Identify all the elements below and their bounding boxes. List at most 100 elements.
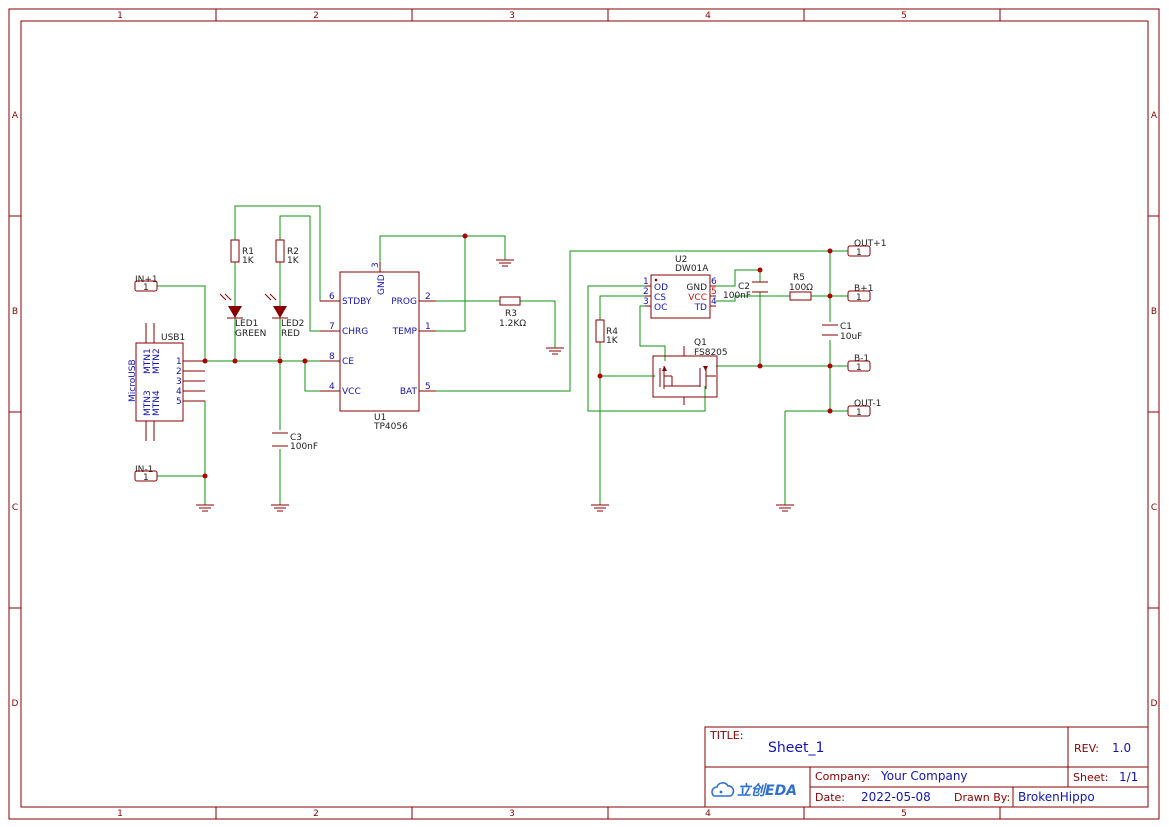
- usb1-pin-number: 1: [176, 357, 182, 367]
- ground-icon: [591, 504, 609, 512]
- ground-icon: [546, 347, 564, 355]
- usb1-pin-name: MTN2: [152, 348, 162, 374]
- drawn-by-value: BrokenHippo: [1018, 790, 1095, 804]
- frame-row-label: C: [1151, 503, 1157, 513]
- u1-value: TP4056: [373, 422, 408, 432]
- u2-pin-number: 1: [643, 277, 649, 287]
- sheet-label: Sheet:: [1073, 771, 1109, 784]
- c1-value: 10uF: [840, 332, 862, 342]
- sheet-title: Sheet_1: [768, 740, 824, 756]
- usb1-ref: USB1: [161, 333, 185, 343]
- led-led2[interactable]: LED2 RED: [264, 293, 304, 339]
- u2-pin-name: OC: [654, 303, 667, 313]
- u2-pin-name: TD: [694, 303, 707, 313]
- frame-row-label: C: [12, 503, 18, 513]
- r2-ref: R2: [287, 247, 299, 257]
- port-name: OUT-1: [854, 399, 881, 409]
- port-in-minus[interactable]: IN-1 1: [134, 465, 158, 483]
- frame-col-label: 5: [901, 809, 907, 819]
- u1-pin-number: 3: [371, 262, 381, 268]
- ground-icon: [496, 259, 514, 267]
- port-out-minus[interactable]: OUT-1 1: [847, 399, 881, 418]
- u2-pin-number: 5: [711, 287, 717, 297]
- c3-ref: C3: [290, 433, 302, 443]
- led-led1[interactable]: LED1 GREEN: [219, 293, 266, 339]
- led2-value: RED: [281, 329, 300, 339]
- resistor-r3[interactable]: R3 1.2KΩ: [499, 296, 526, 329]
- usb1-pin-name: MTN4: [152, 390, 162, 416]
- company-label: Company:: [815, 770, 870, 783]
- resistor-r2[interactable]: R2 1K: [275, 239, 300, 266]
- frame-col-label: 2: [313, 11, 319, 21]
- resistor-r4[interactable]: R4 1K: [595, 319, 619, 346]
- ground-icon: [271, 504, 289, 512]
- u1-pin-name: CE: [342, 357, 354, 367]
- c2-value: 100nF: [723, 291, 751, 301]
- port-in-plus[interactable]: IN+1 1: [134, 275, 158, 293]
- port-b-plus[interactable]: B+1 1: [847, 284, 873, 303]
- date-value: 2022-05-08: [861, 790, 931, 804]
- cloud-logo-icon: [711, 782, 735, 797]
- frame-col-label: 2: [313, 809, 319, 819]
- r3-value: 1.2KΩ: [499, 319, 526, 329]
- resistor-r1[interactable]: R1 1K: [230, 239, 255, 266]
- usb1-value: MicroUSB: [128, 359, 138, 402]
- capacitor-c2[interactable]: C2 100nF: [723, 281, 768, 301]
- frame-row-label: D: [1151, 699, 1158, 709]
- u2-pin-number: 2: [643, 287, 649, 297]
- port-pin: 1: [856, 293, 862, 303]
- u2-ref: U2: [675, 255, 687, 265]
- c3-value: 100nF: [290, 442, 318, 452]
- u1-pin-name: TEMP: [392, 327, 418, 337]
- frame-row-label: A: [12, 111, 19, 121]
- c2-ref: C2: [738, 282, 750, 292]
- eda-logo-text: 立创EDA: [737, 782, 797, 799]
- frame-col-label: 3: [509, 809, 515, 819]
- usb1-pin-number: 3: [176, 377, 182, 387]
- port-pin: 1: [143, 473, 149, 483]
- u2-pin-number: 6: [711, 277, 717, 287]
- capacitor-c1[interactable]: C1 10uF: [822, 322, 862, 342]
- resistor-r5[interactable]: R5 100Ω: [789, 273, 813, 301]
- usb1-pin-name: MTN1: [143, 348, 153, 374]
- usb1-pin-number: 4: [176, 387, 182, 397]
- sheet-value: 1/1: [1119, 770, 1138, 784]
- port-pin: 1: [143, 283, 149, 293]
- ic-u2-dw01a[interactable]: U2 DW01A OD CS OC GND VCC TD 1 2 3 6 5 4: [643, 255, 717, 319]
- port-name: IN-1: [135, 465, 153, 475]
- frame-row-label: A: [1151, 111, 1158, 121]
- r1-ref: R1: [242, 247, 254, 257]
- drawing-frame: 1 2 3 4 5 1 2 3 4 5 A B C D A B C D: [8, 8, 1160, 820]
- r1-value: 1K: [242, 256, 255, 266]
- frame-row-label: B: [1151, 307, 1157, 317]
- frame-col-label: 1: [117, 11, 123, 21]
- company-value: Your Company: [880, 769, 968, 783]
- port-name: IN+1: [135, 275, 158, 285]
- junctions: [202, 233, 833, 479]
- mosfet-q1-fs8205[interactable]: Q1 FS8205: [652, 338, 728, 405]
- port-out-plus[interactable]: OUT+1 1: [847, 239, 886, 258]
- port-name: B-1: [854, 354, 869, 364]
- port-b-minus[interactable]: B-1 1: [847, 354, 871, 373]
- usb1-pin-name: MTN3: [143, 390, 153, 416]
- r2-value: 1K: [287, 256, 300, 266]
- u1-pin-name: BAT: [400, 387, 418, 397]
- capacitor-c3[interactable]: C3 100nF: [272, 432, 318, 452]
- frame-col-label: 5: [901, 11, 907, 21]
- port-pin: 1: [856, 248, 862, 258]
- usb1-connector[interactable]: USB1 MicroUSB MTN1 MTN2 MTN3 MTN4 1 2 3 …: [128, 323, 205, 441]
- u1-pin-number: 7: [329, 322, 335, 332]
- r3-ref: R3: [505, 309, 517, 319]
- date-label: Date:: [815, 791, 845, 804]
- ground-icon: [776, 504, 794, 512]
- u1-pin-number: 5: [425, 382, 431, 392]
- led2-ref: LED2: [281, 319, 304, 329]
- u2-pin-name: GND: [686, 283, 707, 293]
- u2-pin-number: 4: [711, 297, 717, 307]
- frame-column-ticks: [215, 9, 1001, 819]
- u1-pin-number: 1: [425, 322, 431, 332]
- frame-col-label: 4: [705, 11, 711, 21]
- ic-u1-tp4056[interactable]: STDBY CHRG CE VCC GND PROG TEMP BAT 6 7 …: [320, 262, 436, 432]
- port-name: OUT+1: [854, 239, 886, 249]
- u1-pin-name: GND: [377, 274, 387, 295]
